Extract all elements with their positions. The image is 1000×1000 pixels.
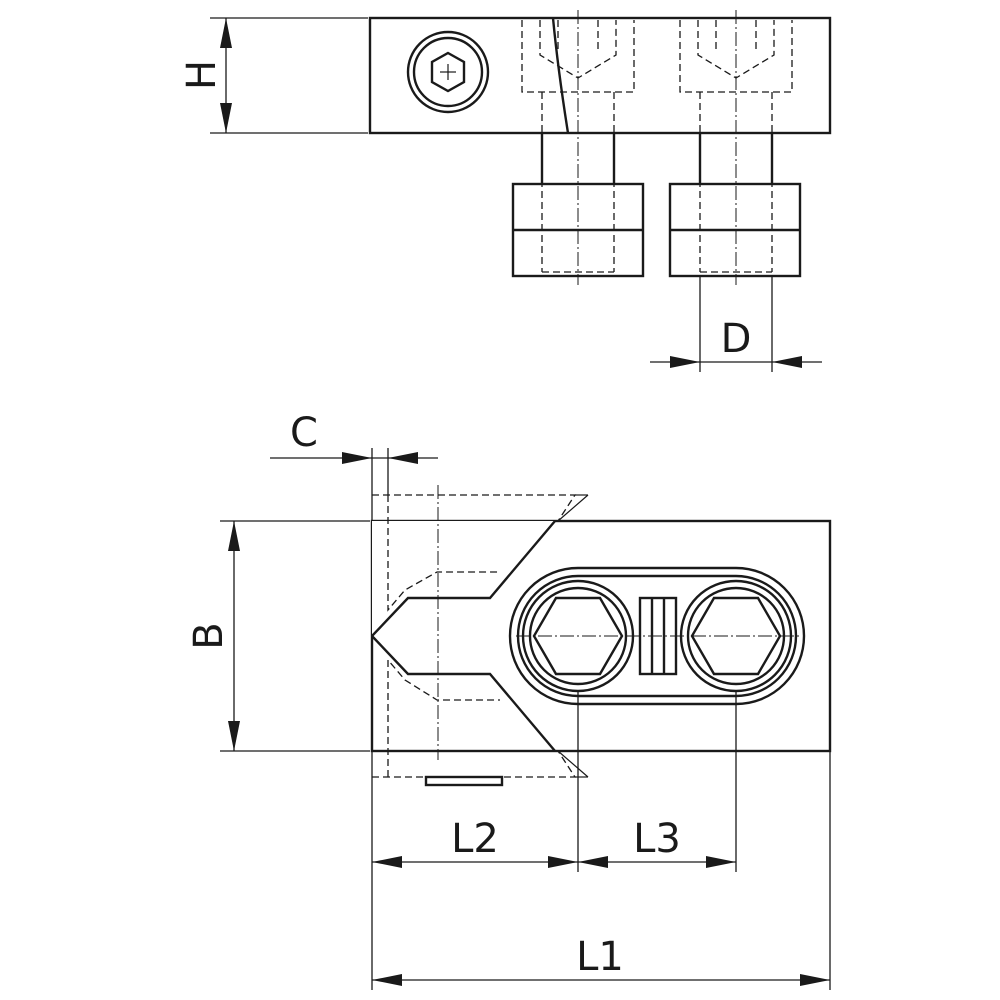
- dimension-l2: [372, 856, 578, 868]
- label-l2: L2: [451, 816, 499, 862]
- front-view: H D: [179, 10, 832, 372]
- dimension-l3: [578, 856, 736, 868]
- key-slot: [424, 775, 504, 787]
- label-h: H: [179, 60, 225, 90]
- label-d: D: [721, 316, 752, 362]
- label-l1: L1: [576, 934, 624, 980]
- dimension-b: [220, 520, 370, 752]
- plan-view: C B L2 L3: [186, 410, 832, 990]
- jaw-body-front: [368, 16, 832, 135]
- socket-screw-icon: [406, 30, 490, 114]
- label-l3: L3: [633, 816, 681, 862]
- v-notch-profile: [371, 520, 556, 752]
- dimension-d: [650, 276, 822, 372]
- dimension-c: [270, 448, 438, 521]
- break-line: [551, 17, 570, 134]
- dimension-h: [210, 17, 368, 134]
- tenon-2: [668, 133, 802, 278]
- label-c: C: [290, 410, 318, 456]
- label-b: B: [186, 622, 232, 649]
- dimension-l1: [372, 974, 830, 986]
